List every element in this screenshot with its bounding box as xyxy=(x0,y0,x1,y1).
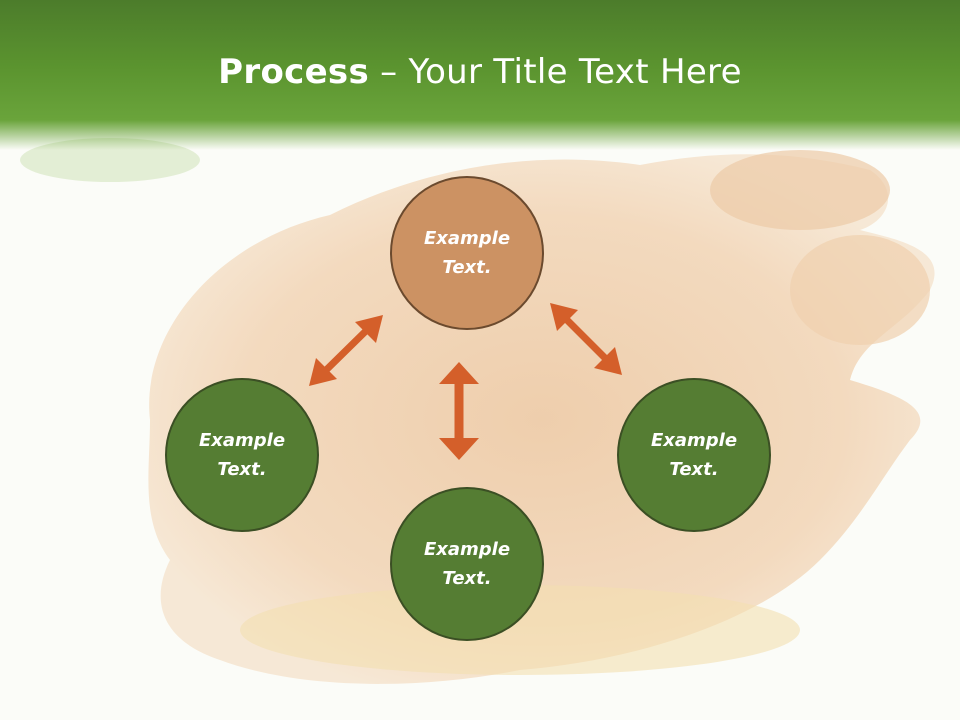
node-right-label: Example Text. xyxy=(650,430,738,480)
node-top-label: Example Text. xyxy=(423,228,511,278)
process-node-left: Example Text. xyxy=(165,378,319,532)
arrow-top-right xyxy=(550,303,622,375)
node-left-label: Example Text. xyxy=(198,430,286,480)
process-node-bottom: Example Text. xyxy=(390,487,544,641)
title-bold: Process xyxy=(218,52,370,92)
slide-title: Process – Your Title Text Here xyxy=(0,52,960,92)
title-rest: – Your Title Text Here xyxy=(369,52,742,92)
arrow-top-left xyxy=(309,315,383,386)
arrow-vertical xyxy=(439,362,479,460)
title-bar: Process – Your Title Text Here xyxy=(0,0,960,150)
process-node-top: Example Text. xyxy=(390,176,544,330)
process-node-right: Example Text. xyxy=(617,378,771,532)
node-bottom-label: Example Text. xyxy=(423,539,511,589)
